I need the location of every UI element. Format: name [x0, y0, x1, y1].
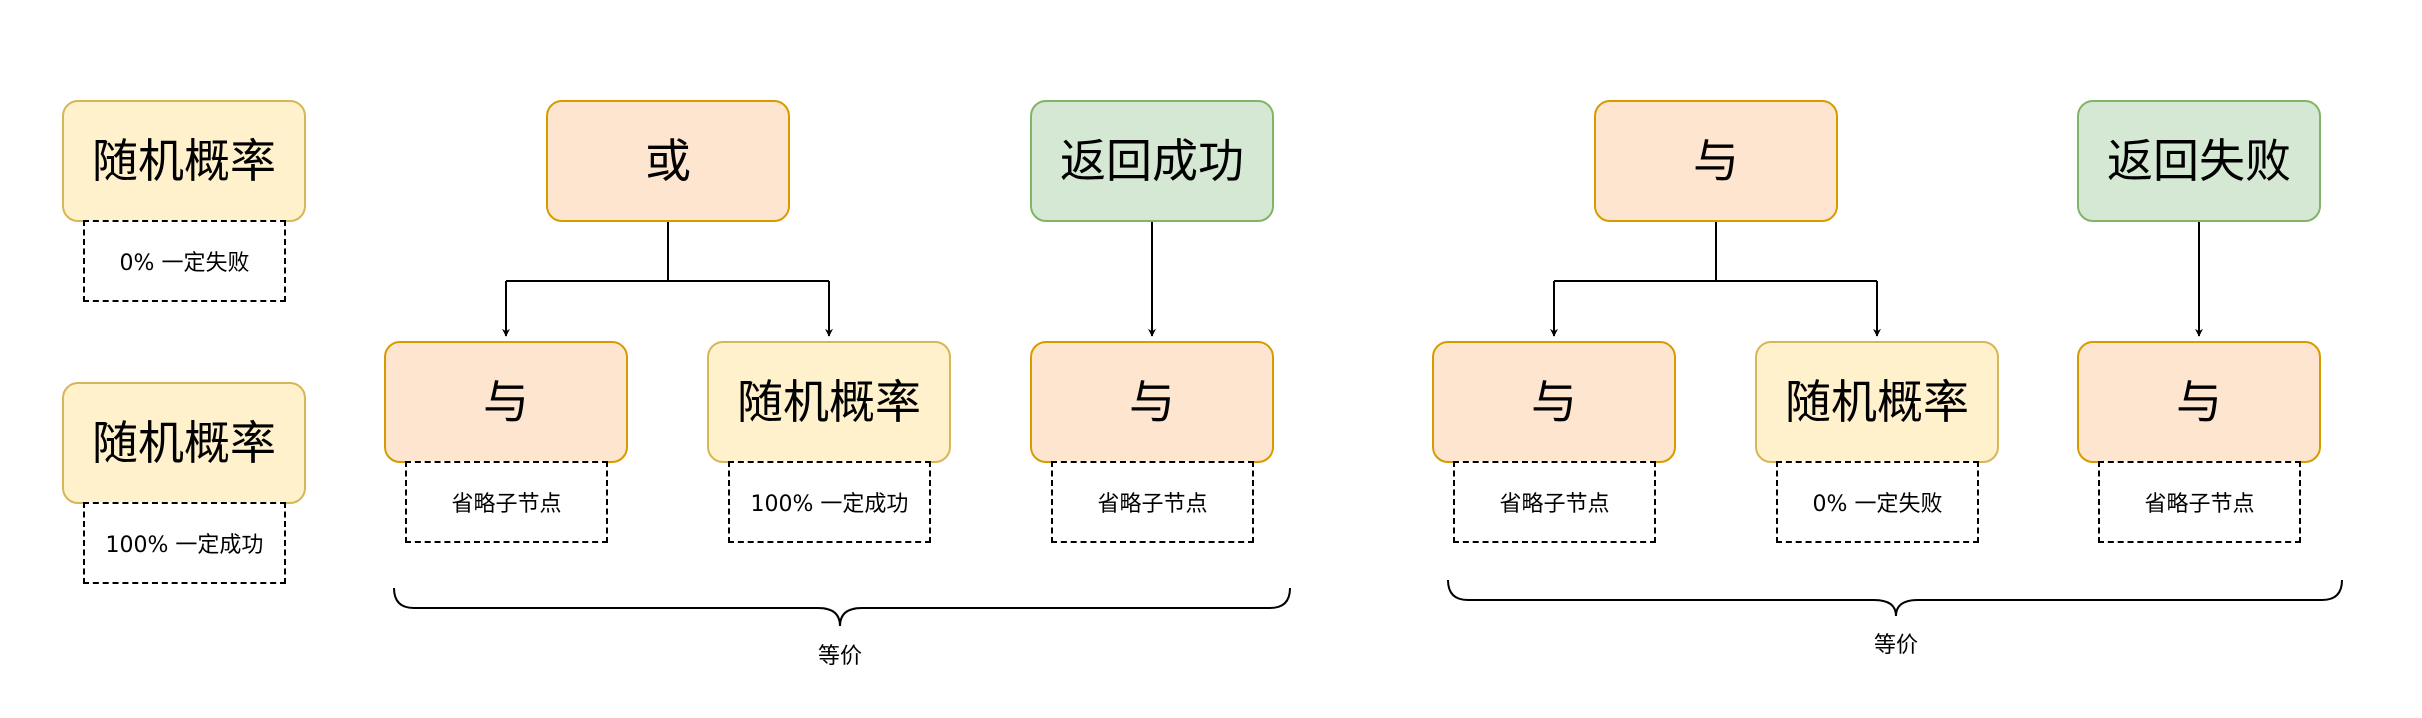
left-random-child-note: 100% 一定成功: [728, 461, 931, 543]
fail-child-node: 与: [2077, 341, 2321, 463]
right-brace: [1447, 579, 2343, 617]
left-equivalent-label: 等价: [817, 644, 863, 669]
legend-random-node-bottom: 随机概率: [62, 382, 306, 504]
right-random-child-node: 随机概率: [1755, 341, 1999, 463]
right-equivalent-label: 等价: [1873, 633, 1919, 658]
right-and-child-node: 与: [1432, 341, 1676, 463]
fail-node: 返回失败: [2077, 100, 2321, 222]
right-and-child-note: 省略子节点: [1453, 461, 1656, 543]
legend-random-node-top: 随机概率: [62, 100, 306, 222]
legend-random-note-top: 0% 一定失败: [83, 220, 286, 302]
fail-child-note: 省略子节点: [2098, 461, 2301, 543]
or-node: 或: [546, 100, 790, 222]
left-brace: [393, 587, 1291, 627]
right-random-child-note: 0% 一定失败: [1776, 461, 1979, 543]
and-node: 与: [1594, 100, 1838, 222]
success-child-note: 省略子节点: [1051, 461, 1254, 543]
left-random-child-node: 随机概率: [707, 341, 951, 463]
or-connector: [502, 222, 833, 337]
success-child-node: 与: [1030, 341, 1274, 463]
success-node: 返回成功: [1030, 100, 1274, 222]
legend-random-note-bottom: 100% 一定成功: [83, 502, 286, 584]
and-connector: [1550, 222, 1881, 337]
left-and-child-node: 与: [384, 341, 628, 463]
left-and-child-note: 省略子节点: [405, 461, 608, 543]
